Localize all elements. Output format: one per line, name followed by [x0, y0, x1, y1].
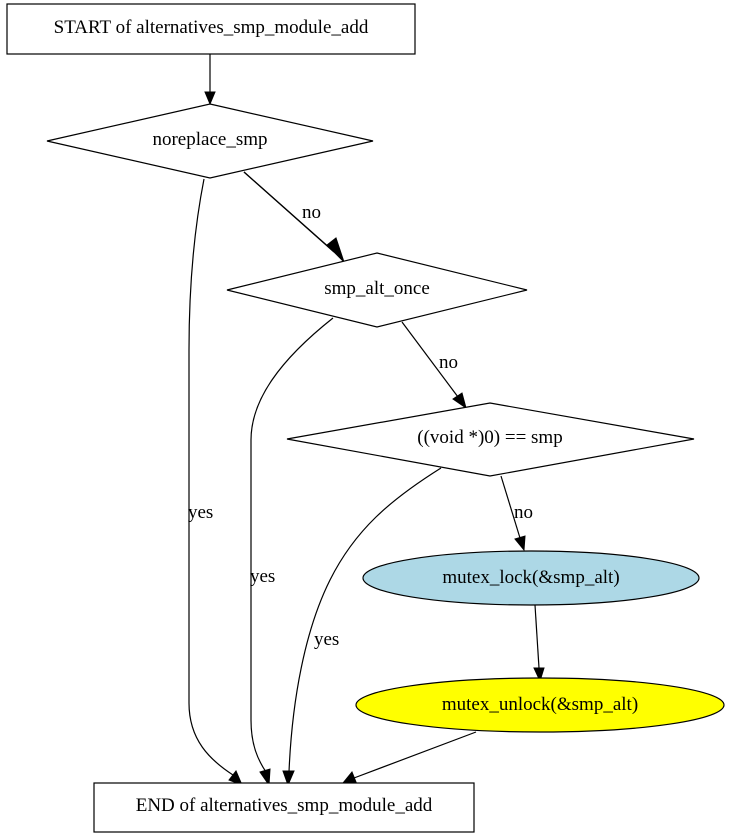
node-smp-alt-once: smp_alt_once [226, 252, 528, 328]
edge-noreplace-no: no [243, 171, 345, 263]
edge-label-null-no: no [514, 502, 533, 523]
edge-null-no: no [500, 475, 533, 552]
node-mutex-unlock-label: mutex_unlock(&smp_alt) [442, 694, 638, 715]
edge-label-null-yes: yes [314, 629, 339, 650]
edge-noreplace-yes: yes [188, 178, 243, 786]
node-null-check: ((void *)0) == smp [286, 402, 695, 477]
edge-alt-once-no: no [401, 321, 467, 410]
edge-label-noreplace-no: no [302, 202, 321, 223]
node-noreplace-smp: noreplace_smp [46, 103, 374, 179]
node-null-check-label: ((void *)0) == smp [417, 427, 562, 448]
node-start-label: START of alternatives_smp_module_add [54, 17, 369, 38]
node-mutex-lock-label: mutex_lock(&smp_alt) [442, 567, 619, 588]
node-end: END of alternatives_smp_module_add [93, 782, 475, 833]
edge-label-alt-once-no: no [439, 352, 458, 373]
edge-null-yes: yes [282, 467, 442, 787]
edge-lock-to-unlock [533, 604, 545, 683]
node-mutex-unlock: mutex_unlock(&smp_alt) [355, 677, 725, 733]
node-mutex-lock: mutex_lock(&smp_alt) [362, 550, 700, 606]
edge-unlock-to-end [341, 731, 477, 784]
edge-alt-once-yes: yes [250, 317, 334, 787]
edge-label-noreplace-yes: yes [188, 502, 213, 523]
node-noreplace-smp-label: noreplace_smp [152, 129, 267, 150]
edge-label-alt-once-yes: yes [250, 566, 275, 587]
node-end-label: END of alternatives_smp_module_add [136, 795, 433, 816]
node-start: START of alternatives_smp_module_add [6, 3, 416, 55]
edge-start-to-noreplace [204, 54, 216, 106]
node-smp-alt-once-label: smp_alt_once [324, 278, 430, 299]
